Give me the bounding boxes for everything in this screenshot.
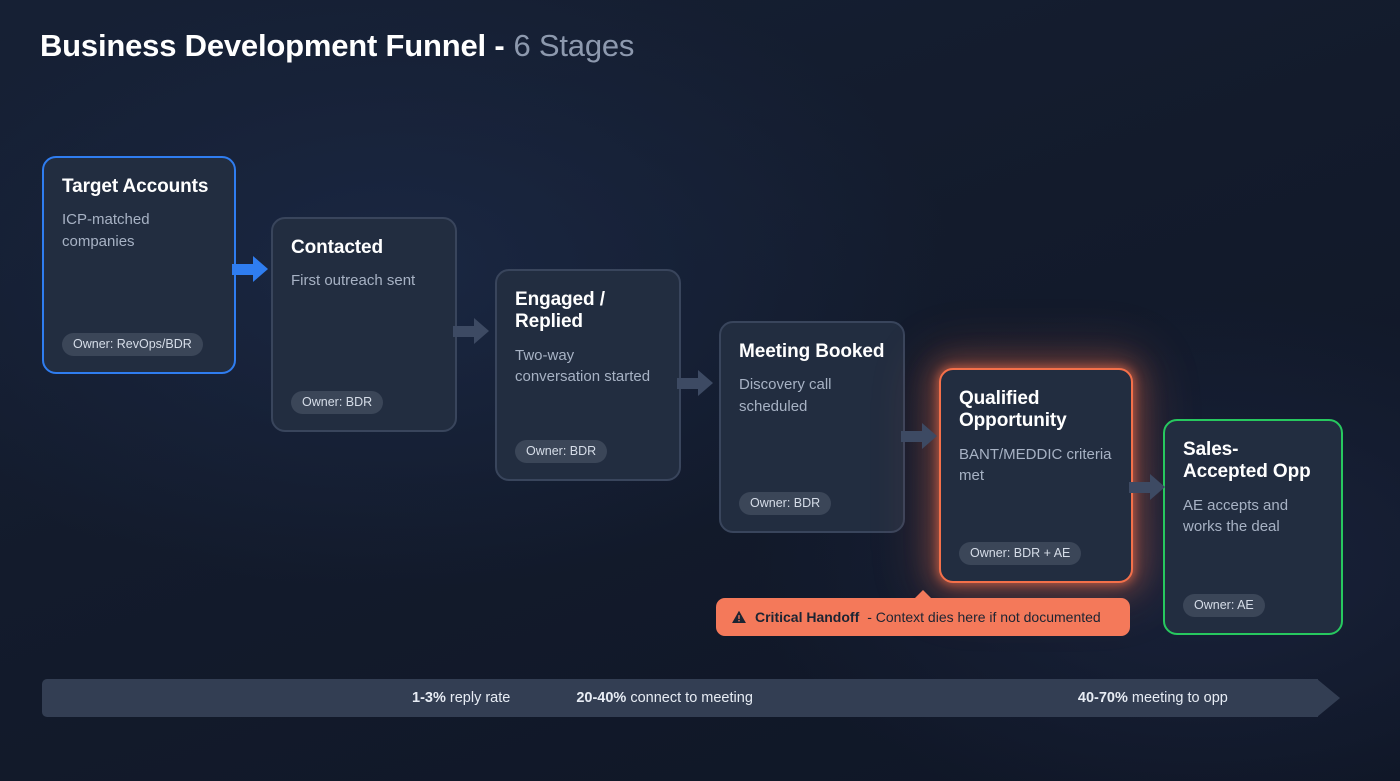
arrow-head [474, 318, 489, 344]
banner-message: - Context dies here if not documented [867, 609, 1101, 625]
metric-meeting-to-opp: 40-70% meeting to opp [1078, 690, 1228, 706]
metrics-bar-arrow-tip [1317, 679, 1340, 717]
metric-value: 1-3% [412, 690, 446, 706]
metric-label: meeting to opp [1127, 690, 1228, 706]
stage-owner-badge: Owner: BDR [515, 439, 608, 463]
banner-pointer [914, 590, 932, 599]
funnel-stage-card-qualified-opportunity[interactable]: Qualified Opportunity BANT/MEDDIC criter… [939, 368, 1133, 583]
arrow-shaft [677, 378, 699, 389]
stage-owner-badge: Owner: RevOps/BDR [62, 332, 203, 356]
funnel-stage-card-engaged-replied[interactable]: Engaged / Replied Two-way conversation s… [495, 269, 681, 481]
stage-description: AE accepts and works the deal [1183, 496, 1289, 536]
stage-owner-badge: Owner: AE [1183, 593, 1265, 617]
arrow-head [1150, 474, 1165, 500]
stage-title: Engaged / Replied [515, 289, 605, 333]
arrow-shaft [232, 264, 254, 275]
arrow-right-icon [232, 256, 268, 282]
stage-description: ICP-matched companies [62, 211, 150, 250]
funnel-stage-card-sales-accepted-opp[interactable]: Sales-Accepted Opp AE accepts and works … [1163, 419, 1343, 635]
warning-triangle-icon [732, 610, 746, 623]
stage-title: Target Accounts [62, 176, 209, 197]
stage-title: Sales-Accepted Opp [1183, 439, 1311, 483]
arrow-shaft [901, 431, 923, 442]
funnel-stage-card-contacted[interactable]: Contacted First outreach sent Owner: BDR [271, 217, 457, 432]
metric-value: 40-70% [1077, 690, 1128, 706]
metric-value: 20-40% [576, 690, 627, 706]
arrow-shaft [453, 326, 475, 337]
stage-title: Contacted [291, 237, 383, 258]
arrow-right-icon [901, 423, 937, 449]
funnel-stage-card-target-accounts[interactable]: Target Accounts ICP-matched companies Ow… [42, 156, 236, 374]
page-title: Business Development Funnel - 6 Stages [40, 28, 634, 64]
banner-label: Critical Handoff [755, 609, 860, 625]
metric-connect-to-meeting: 20-40% connect to meeting [576, 690, 753, 706]
arrow-right-icon [677, 370, 713, 396]
metrics-bar-body [42, 679, 1318, 717]
stage-description: BANT/MEDDIC criteria met [959, 445, 1112, 485]
stage-owner-badge: Owner: BDR [291, 390, 384, 414]
arrow-head [698, 370, 713, 396]
stage-title: Meeting Booked [739, 341, 885, 362]
metric-label: connect to meeting [626, 690, 753, 706]
metrics-items: 1-3% reply rate 20-40% connect to meetin… [42, 679, 1340, 717]
arrow-shaft [1129, 482, 1151, 493]
stage-owner-badge: Owner: BDR + AE [959, 541, 1082, 565]
arrow-right-icon [453, 318, 489, 344]
metric-label: reply rate [445, 690, 511, 706]
stage-description: Discovery call scheduled [739, 376, 832, 415]
funnel-stage-card-meeting-booked[interactable]: Meeting Booked Discovery call scheduled … [719, 321, 905, 533]
arrow-head [253, 256, 268, 282]
stage-owner-badge: Owner: BDR [739, 491, 832, 515]
arrow-head [922, 423, 937, 449]
page-title-main: Business Development Funnel - [40, 28, 505, 63]
stage-title: Qualified Opportunity [959, 388, 1067, 432]
critical-handoff-banner: Critical Handoff - Context dies here if … [716, 590, 1130, 636]
stage-description: Two-way conversation started [515, 346, 651, 386]
stage-description: First outreach sent [291, 272, 416, 290]
metric-reply-rate: 1-3% reply rate [412, 690, 510, 706]
arrow-right-icon [1129, 474, 1165, 500]
conversion-metrics-bar: 1-3% reply rate 20-40% connect to meetin… [42, 679, 1340, 717]
page-title-subtitle: 6 Stages [513, 28, 635, 63]
